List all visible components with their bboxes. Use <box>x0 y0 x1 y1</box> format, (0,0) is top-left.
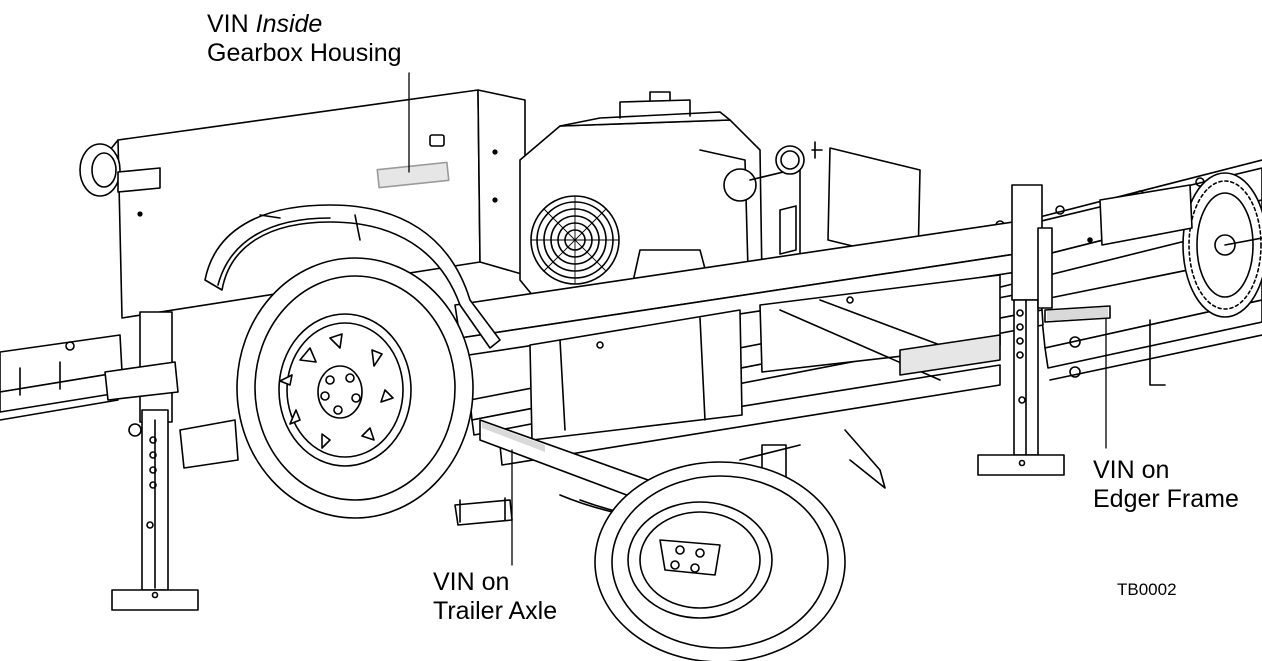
saw-wheel <box>1087 172 1262 318</box>
axle-callout: VIN on Trailer Axle <box>433 568 557 626</box>
edger-frame-vin-plate <box>1047 307 1108 321</box>
figure-code: TB0002 <box>1117 580 1177 599</box>
axle-vin-plate <box>482 422 545 452</box>
gearbox-callout: VIN Inside Gearbox Housing <box>207 10 402 68</box>
gearbox-vin-plate <box>376 161 450 189</box>
round-fixture <box>79 143 161 197</box>
axle-callout-line1: VIN on <box>433 568 510 596</box>
rear-wheel <box>594 429 886 661</box>
leader-lines <box>408 72 1107 566</box>
gearbox-callout-italic: Inside <box>255 10 323 38</box>
edger-callout-line1: VIN on <box>1093 456 1170 484</box>
gearbox-housing <box>109 89 526 319</box>
trailer-frame <box>454 217 1111 466</box>
fender <box>204 204 501 349</box>
gearbox-callout-line1: VIN Inside <box>207 10 402 39</box>
edger-callout: VIN on Edger Frame <box>1093 456 1239 514</box>
front-wheel <box>236 257 474 519</box>
left-rail-section <box>0 334 125 421</box>
control-box <box>749 141 921 273</box>
axle-callout-line2: Trailer Axle <box>433 597 558 625</box>
under-frame-details <box>179 419 513 526</box>
engine <box>519 91 763 303</box>
gearbox-callout-line2: Gearbox Housing <box>207 39 402 67</box>
gearbox-callout-prefix: VIN <box>207 10 256 38</box>
edger-callout-line2: Edger Frame <box>1093 485 1239 513</box>
left-jack <box>104 311 199 611</box>
right-jack <box>977 184 1065 476</box>
